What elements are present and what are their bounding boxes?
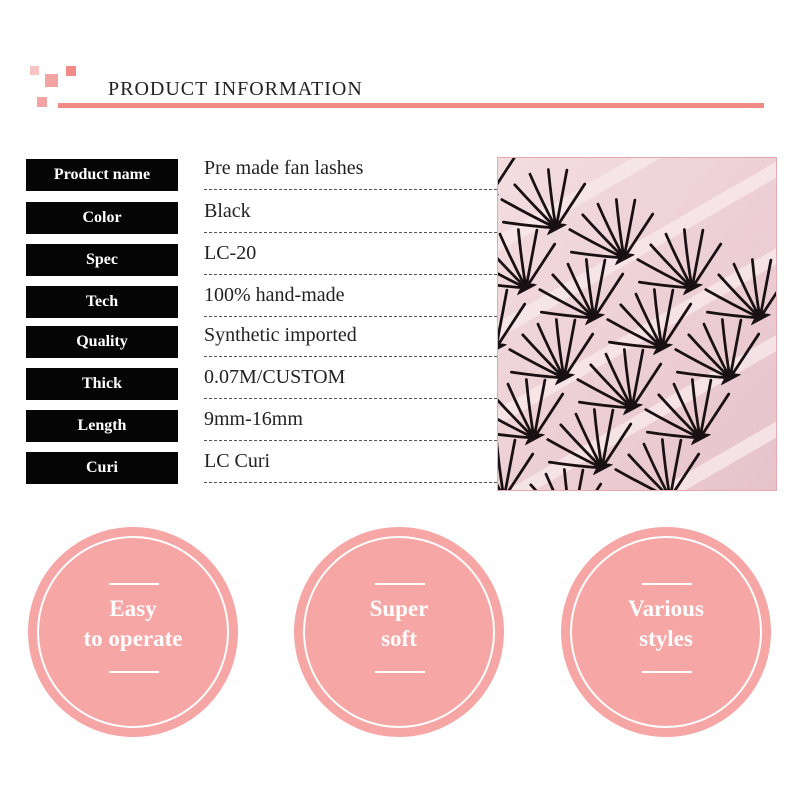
- spec-value: LC Curi: [204, 450, 271, 472]
- decor-square: [45, 74, 58, 87]
- spec-label: Quality: [26, 326, 178, 358]
- spec-value: Pre made fan lashes: [204, 157, 364, 179]
- spec-label: Curi: [26, 452, 178, 484]
- divider: [204, 398, 497, 399]
- circle-ring: [303, 536, 495, 728]
- feature-text: Various styles: [561, 594, 771, 654]
- divider: [204, 482, 497, 483]
- spec-row-curl: Curi LC Curi: [26, 450, 497, 484]
- divider: [642, 671, 692, 673]
- divider: [204, 232, 497, 233]
- circle-ring: [570, 536, 762, 728]
- feature-line: soft: [381, 626, 417, 651]
- feature-text: Super soft: [294, 594, 504, 654]
- spec-label: Color: [26, 202, 178, 234]
- circle-ring: [37, 536, 229, 728]
- feature-easy-to-operate: Easy to operate: [28, 527, 238, 737]
- spec-label: Length: [26, 410, 178, 442]
- spec-value: LC-20: [204, 242, 257, 264]
- feature-line: Various: [628, 596, 704, 621]
- divider: [204, 274, 497, 275]
- spec-row-tech: Tech 100% hand-made: [26, 284, 497, 318]
- decor-square: [37, 97, 47, 107]
- spec-value: 100% hand-made: [204, 284, 345, 306]
- spec-row-thick: Thick 0.07M/CUSTOM: [26, 366, 497, 400]
- feature-text: Easy to operate: [28, 594, 238, 654]
- spec-label: Thick: [26, 368, 178, 400]
- feature-various-styles: Various styles: [561, 527, 771, 737]
- spec-value: Black: [204, 200, 251, 222]
- divider: [375, 583, 425, 585]
- title-underline: [58, 103, 764, 108]
- feature-line: Super: [369, 596, 429, 621]
- spec-row-color: Color Black: [26, 200, 497, 234]
- lash-image: [498, 158, 776, 490]
- section-title: PRODUCT INFORMATION: [108, 78, 363, 100]
- decor-square: [66, 66, 76, 76]
- spec-label: Spec: [26, 244, 178, 276]
- divider: [204, 189, 497, 190]
- product-photo: [497, 157, 777, 491]
- divider: [642, 583, 692, 585]
- spec-row-length: Length 9mm-16mm: [26, 408, 497, 442]
- spec-value: 0.07M/CUSTOM: [204, 366, 346, 388]
- spec-value: 9mm-16mm: [204, 408, 303, 430]
- divider: [109, 671, 159, 673]
- spec-label: Tech: [26, 286, 178, 318]
- divider: [204, 356, 497, 357]
- divider: [109, 583, 159, 585]
- divider: [375, 671, 425, 673]
- spec-label: Product name: [26, 159, 178, 191]
- feature-line: to operate: [83, 626, 183, 651]
- spec-row-product-name: Product name Pre made fan lashes: [26, 157, 497, 191]
- feature-line: styles: [639, 626, 693, 651]
- feature-super-soft: Super soft: [294, 527, 504, 737]
- feature-line: Easy: [109, 596, 157, 621]
- decor-square: [30, 66, 39, 75]
- spec-row-quality: Quality Synthetic imported: [26, 324, 497, 358]
- divider: [204, 440, 497, 441]
- spec-row-spec: Spec LC-20: [26, 242, 497, 276]
- divider: [204, 316, 497, 317]
- spec-value: Synthetic imported: [204, 324, 357, 346]
